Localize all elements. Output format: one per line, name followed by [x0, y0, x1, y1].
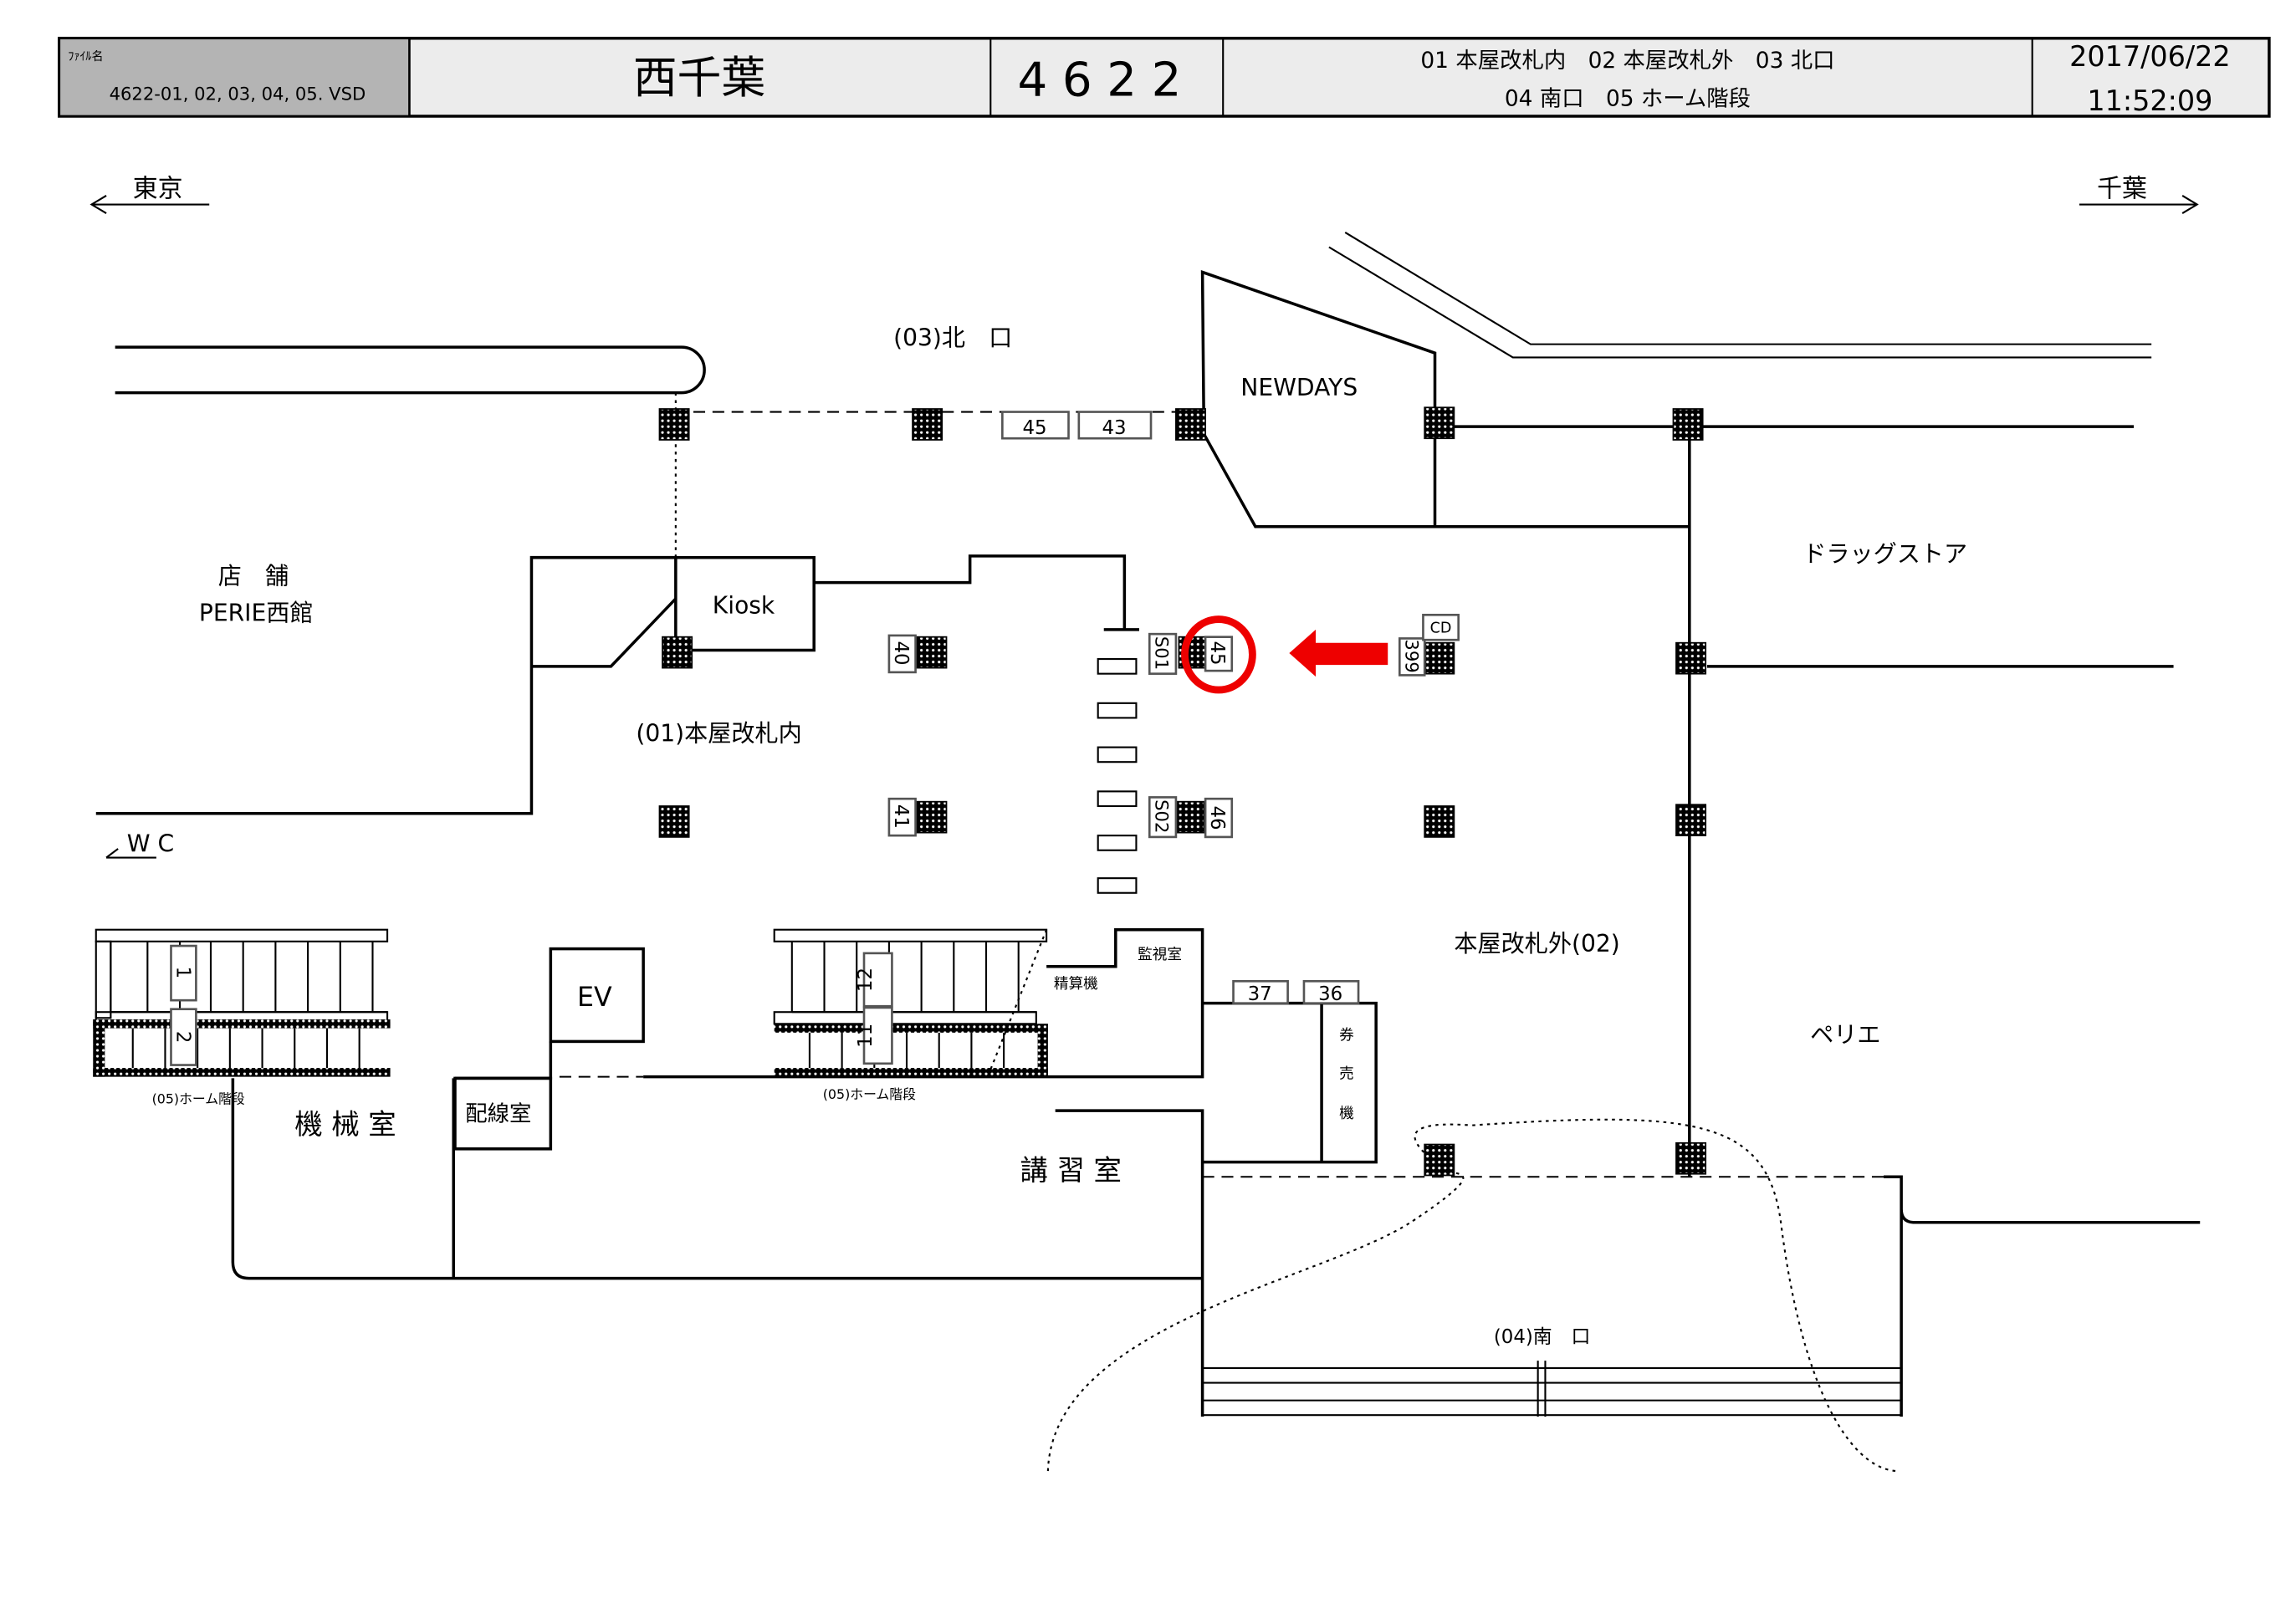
ad-11: 11: [855, 1024, 877, 1048]
label-ev: EV: [577, 983, 612, 1013]
station-name: 西千葉: [633, 53, 765, 104]
label-ticket-3: 機: [1339, 1106, 1354, 1122]
label-drugstore: ドラッグストア: [1803, 540, 1967, 568]
label-fare-adjust: 精算機: [1054, 976, 1098, 993]
label-inside-gate: (01)本屋改札内: [636, 720, 801, 748]
ad-46: 46: [1206, 805, 1228, 830]
direction-right-label: 千葉: [2097, 175, 2147, 204]
ad-s02: S02: [1151, 799, 1172, 833]
label-south-exit: (04)南 口: [1494, 1326, 1591, 1348]
label-machine-room: 機 械 室: [294, 1108, 396, 1141]
walls: [95, 232, 2201, 1473]
title-block: ﾌｧｲﾙ名 4622-01, 02, 03, 04, 05. VSD 西千葉 4…: [58, 36, 2271, 118]
ad-36: 36: [1318, 983, 1342, 1005]
ad-positions: 45 43 40 41 S01 S02 45 46 399 CD 37 36 1…: [170, 411, 1460, 1066]
label-ticket-1: 券: [1339, 1028, 1354, 1044]
arrow-right-icon: [2079, 195, 2199, 214]
ad-37: 37: [1248, 983, 1272, 1005]
ad-12: 12: [855, 968, 877, 992]
direction-tokyo: 東京: [89, 175, 210, 214]
label-wiring-room: 配線室: [465, 1101, 531, 1126]
direction-left-label: 東京: [133, 175, 183, 204]
areas-line1: 01 本屋改札内 02 本屋改札外 03 北口: [1420, 49, 1834, 74]
label-store: 店 舗: [218, 562, 289, 590]
label-perie: ペリエ: [1810, 1021, 1880, 1049]
ad-43: 43: [1102, 417, 1126, 439]
pillars: [658, 406, 1707, 1177]
file-label: ﾌｧｲﾙ名: [68, 50, 103, 64]
ad-399: 399: [1401, 639, 1422, 672]
date: 2017/06/22: [2069, 40, 2231, 73]
ad-s01: S01: [1151, 636, 1172, 670]
ad-45: 45: [1206, 641, 1228, 665]
label-stairs-left: (05)ホーム階段: [152, 1090, 245, 1106]
target-arrow-icon: [1289, 629, 1388, 677]
label-wc: W C: [127, 830, 174, 857]
file-name: 4622-01, 02, 03, 04, 05. VSD: [110, 84, 366, 105]
stairs-left: [93, 928, 391, 1077]
ad-1: 1: [172, 966, 194, 978]
label-perie-west: PERIE西館: [199, 599, 314, 626]
label-newdays: NEWDAYS: [1240, 374, 1358, 401]
label-stairs-mid: (05)ホーム階段: [823, 1086, 916, 1102]
ad-41: 41: [890, 804, 912, 829]
time: 11:52:09: [2087, 84, 2212, 117]
area-labels: (03)北 口 NEWDAYS 店 舗 PERIE西館 Kiosk (01)本屋…: [127, 324, 1967, 1348]
label-kiosk: Kiosk: [713, 592, 775, 620]
arrow-left-icon: [89, 195, 210, 214]
ad-45-top: 45: [1023, 417, 1047, 439]
areas-line2: 04 南口 05 ホーム階段: [1505, 87, 1751, 112]
ticket-gates: [1097, 658, 1138, 894]
ad-2: 2: [172, 1031, 194, 1044]
label-ticket-2: 売: [1339, 1065, 1354, 1082]
ad-40: 40: [890, 641, 912, 665]
station-code: 4622: [1017, 53, 1196, 107]
stairs-mid: [773, 928, 1048, 1078]
label-monitor-room: 監視室: [1138, 947, 1182, 963]
label-north-exit: (03)北 口: [893, 324, 1012, 351]
label-training-room: 講 習 室: [1020, 1154, 1121, 1187]
target-highlight-circle: [1181, 615, 1256, 694]
cd-label: CD: [1430, 620, 1452, 636]
direction-chiba: 千葉: [2079, 175, 2199, 214]
label-outside-gate: 本屋改札外(02): [1454, 930, 1619, 958]
